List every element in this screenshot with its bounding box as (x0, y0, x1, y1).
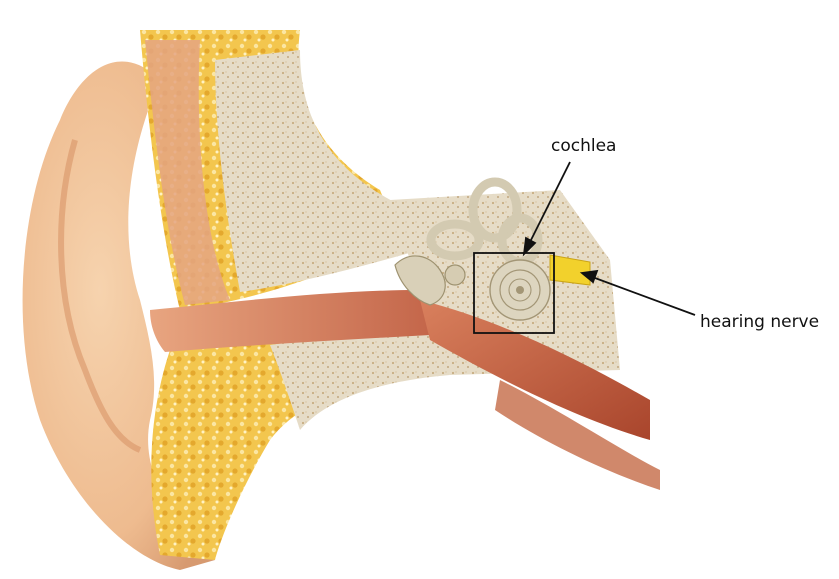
hearing-nerve-label: hearing nerve (700, 314, 819, 331)
cochlea-label: cochlea (551, 138, 616, 155)
cochlea-structure (490, 260, 550, 320)
upper-bone (215, 50, 420, 292)
lower-bone (270, 333, 450, 430)
